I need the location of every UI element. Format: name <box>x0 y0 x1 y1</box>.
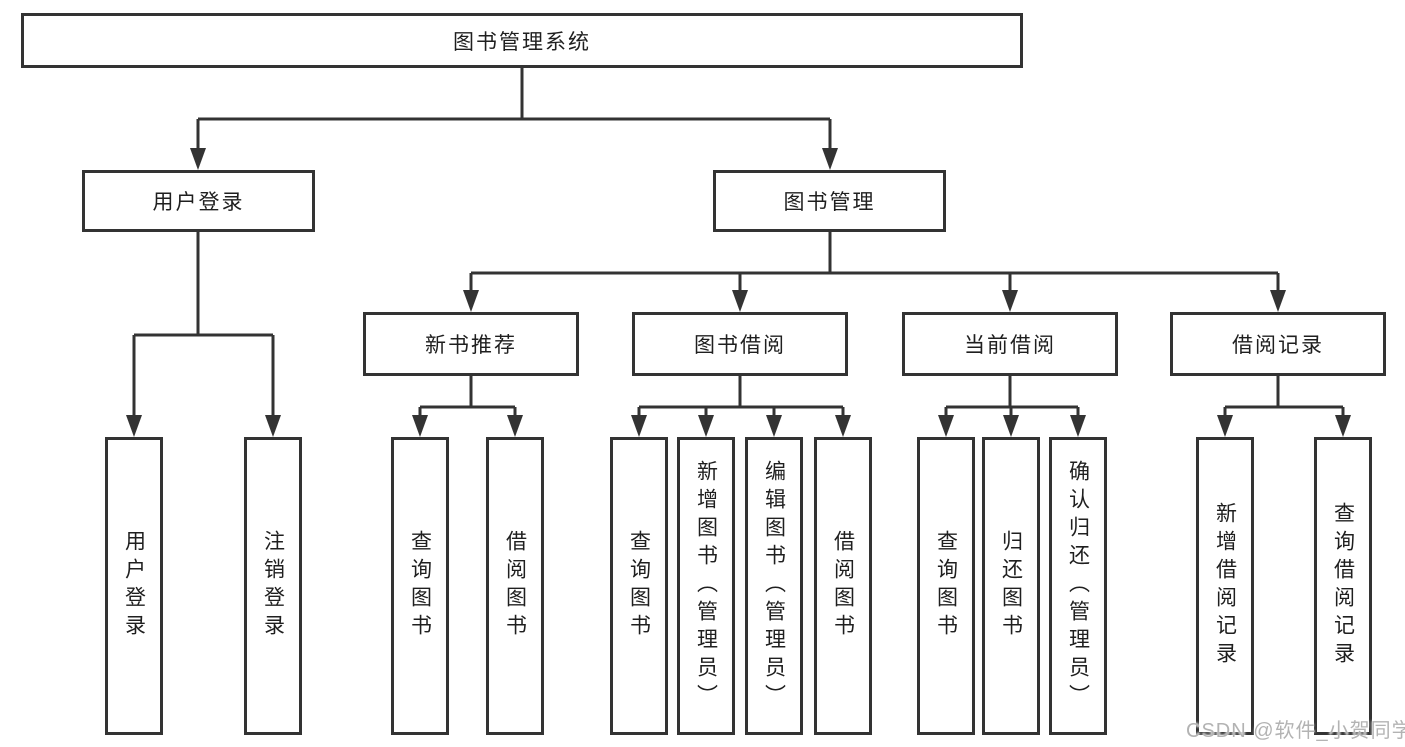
node-root-book-management-system: 图书管理系统 <box>21 13 1023 68</box>
connector-book-management-children <box>463 232 1286 312</box>
leaf-label: 查询借阅记录 <box>1331 502 1355 670</box>
connector-book-borrow-children <box>631 376 851 437</box>
node-label: 图书管理系统 <box>453 30 591 54</box>
leaf-label: 归还图书 <box>999 530 1023 642</box>
leaf-add-borrow-record: 新增借阅记录 <box>1196 437 1254 735</box>
node-book-borrow: 图书借阅 <box>632 312 848 376</box>
leaf-label: 确认归还（管理员） <box>1066 460 1090 712</box>
node-label: 新书推荐 <box>425 334 517 357</box>
leaf-label: 注销登录 <box>261 530 285 642</box>
node-borrow-record: 借阅记录 <box>1170 312 1386 376</box>
leaf-return-books: 归还图书 <box>982 437 1040 735</box>
watermark: CSDN @软件_小贺同学 <box>1186 720 1405 742</box>
leaf-query-books: 查询图书 <box>610 437 668 735</box>
leaf-edit-books-admin: 编辑图书（管理员） <box>745 437 803 735</box>
connector-root-branches <box>190 68 838 170</box>
leaf-query-books-recommend: 查询图书 <box>391 437 449 735</box>
connector-user-login-children <box>126 232 281 437</box>
leaf-label: 新增图书（管理员） <box>694 460 718 712</box>
leaf-borrow-books-recommend: 借阅图书 <box>486 437 544 735</box>
leaf-logout: 注销登录 <box>244 437 302 735</box>
connector-new-book-recommend-children <box>412 376 523 437</box>
leaf-label: 查询图书 <box>934 530 958 642</box>
node-new-book-recommend: 新书推荐 <box>363 312 579 376</box>
node-label: 图书管理 <box>783 191 876 214</box>
leaf-label: 借阅图书 <box>503 530 527 642</box>
node-label: 图书借阅 <box>694 334 786 357</box>
leaf-label: 查询图书 <box>408 530 432 642</box>
leaf-label: 用户登录 <box>122 530 146 642</box>
leaf-confirm-return-admin: 确认归还（管理员） <box>1049 437 1107 735</box>
leaf-query-borrow-record: 查询借阅记录 <box>1314 437 1372 735</box>
leaf-query-books-current: 查询图书 <box>917 437 975 735</box>
node-label: 当前借阅 <box>964 334 1056 357</box>
node-label: 借阅记录 <box>1232 334 1324 357</box>
leaf-borrow-books: 借阅图书 <box>814 437 872 735</box>
node-label: 用户登录 <box>152 191 245 214</box>
node-current-borrow: 当前借阅 <box>902 312 1118 376</box>
node-user-login: 用户登录 <box>82 170 315 232</box>
leaf-label: 查询图书 <box>627 530 651 642</box>
connector-borrow-record-children <box>1217 376 1351 437</box>
leaf-add-books-admin: 新增图书（管理员） <box>677 437 735 735</box>
leaf-label: 编辑图书（管理员） <box>762 460 786 712</box>
node-book-management: 图书管理 <box>713 170 946 232</box>
leaf-label: 借阅图书 <box>831 530 855 642</box>
leaf-user-login: 用户登录 <box>105 437 163 735</box>
leaf-label: 新增借阅记录 <box>1213 502 1237 670</box>
connector-current-borrow-children <box>938 376 1086 437</box>
